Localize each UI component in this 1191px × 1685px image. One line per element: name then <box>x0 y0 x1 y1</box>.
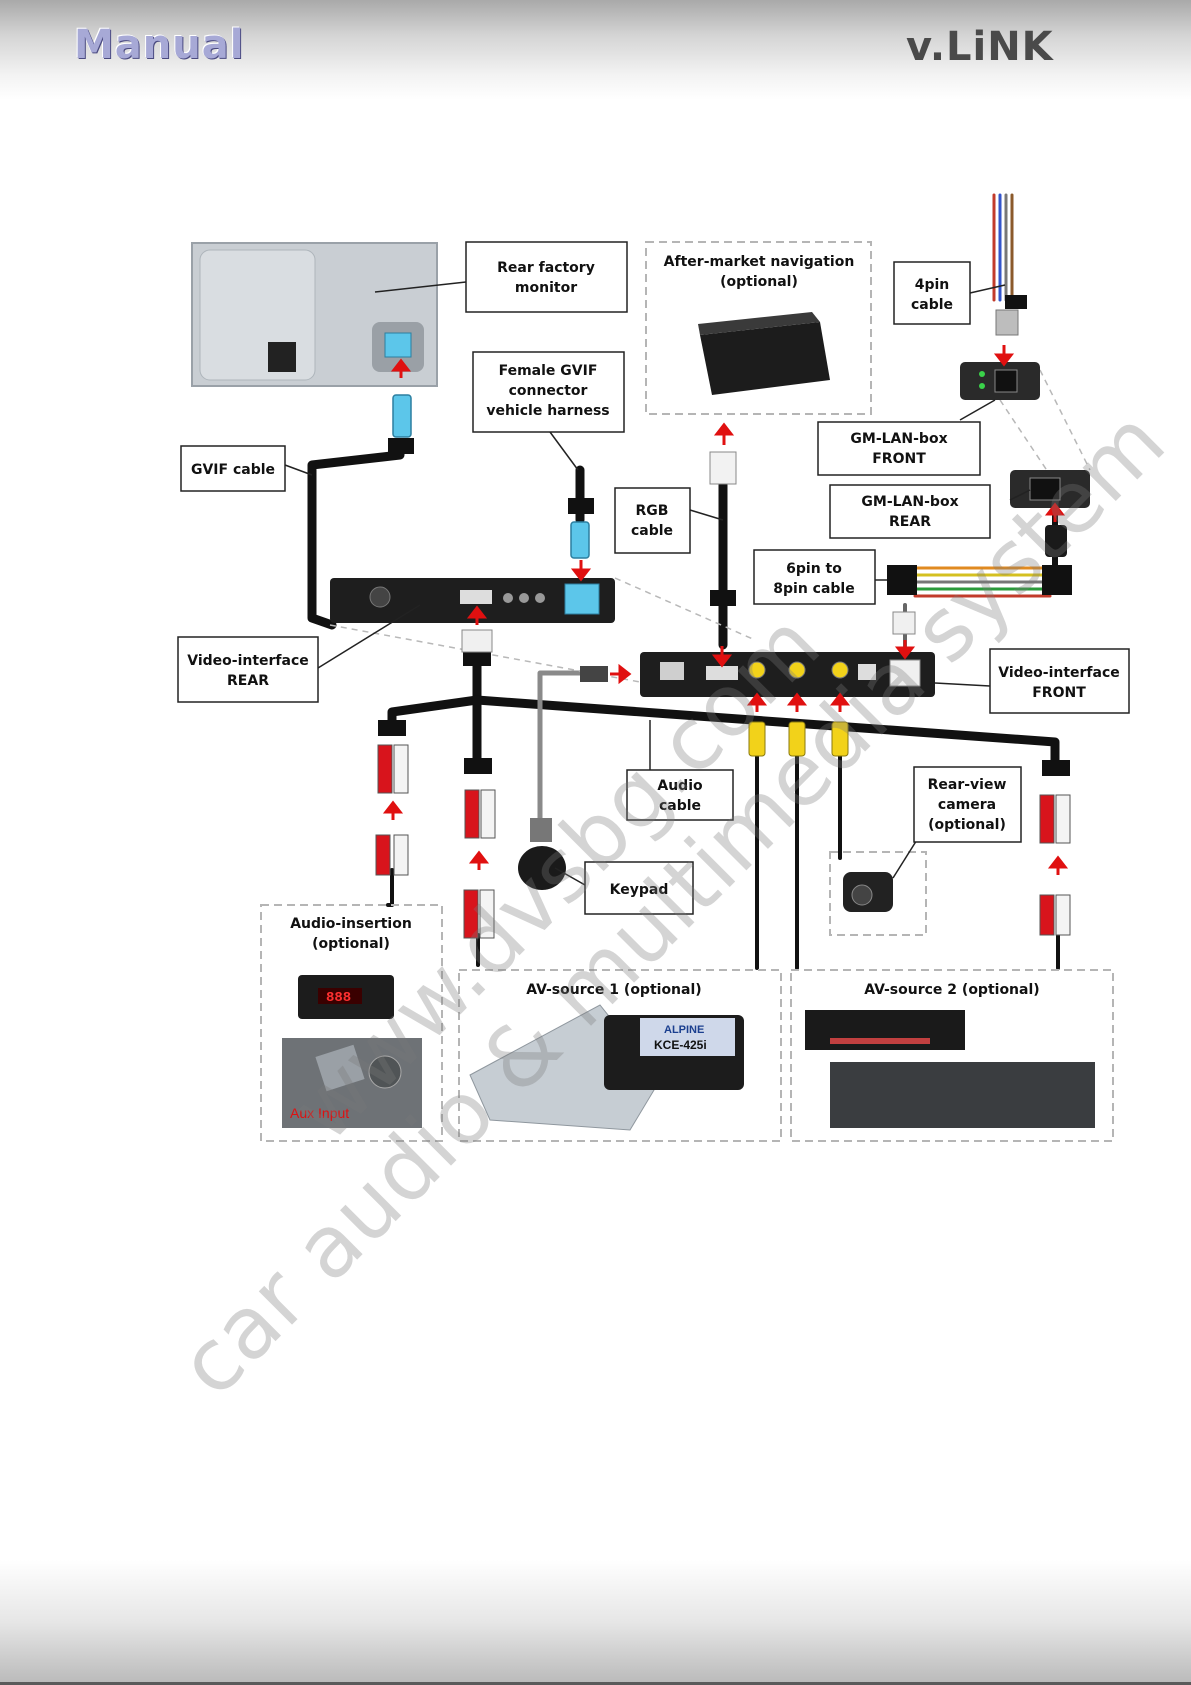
label-gm-lan-front: GM-LAN-box FRONT <box>817 421 981 476</box>
label-rgb-cable: RGB cable <box>614 487 691 554</box>
svg-text:(optional): (optional) <box>720 274 798 290</box>
label-av-source-2: AV-source 2 (optional) <box>864 982 1039 998</box>
rear-interface-plug <box>461 629 493 653</box>
rgb-plug <box>709 451 737 485</box>
svg-text:connector: connector <box>509 383 588 399</box>
svg-text:GM-LAN-box: GM-LAN-box <box>850 431 947 447</box>
svg-text:8pin cable: 8pin cable <box>773 581 854 597</box>
leader-lines <box>284 281 1031 886</box>
yellow-rca-plugs <box>748 721 849 757</box>
keypad-plug <box>580 666 608 682</box>
svg-text:Female GVIF: Female GVIF <box>499 363 598 379</box>
av-source-2-image <box>805 1010 1095 1128</box>
label-alpine: ALPINE <box>664 1024 704 1036</box>
page-footer <box>0 1560 1191 1685</box>
label-after-market-navigation: After-market navigation (optional) <box>664 254 855 290</box>
label-keypad: Keypad <box>584 861 694 915</box>
keypad-cable-line <box>537 670 583 825</box>
aux-input-image <box>282 1038 422 1128</box>
label-6pin-to-8pin: 6pin to 8pin cable <box>753 549 876 605</box>
pin4-connector <box>995 309 1019 336</box>
gmlan-rear-plug <box>1045 525 1067 557</box>
keypad-image <box>518 818 566 890</box>
red-arrows <box>382 345 1069 875</box>
page-header: Manual v.LiNK <box>0 0 1191 100</box>
svg-text:camera: camera <box>938 797 996 813</box>
label-gm-lan-rear: GM-LAN-box REAR <box>829 484 991 539</box>
connectors <box>378 295 1072 776</box>
svg-text:GM-LAN-box: GM-LAN-box <box>861 494 958 510</box>
label-aux-input: Aux Input <box>290 1105 349 1121</box>
svg-text:Audio: Audio <box>657 778 703 794</box>
svg-text:FRONT: FRONT <box>872 451 926 467</box>
label-video-interface-front: Video-interface FRONT <box>989 648 1130 714</box>
label-av-source-1: AV-source 1 (optional) <box>526 982 701 998</box>
rca-plugs-red-white <box>375 744 1071 939</box>
svg-text:REAR: REAR <box>227 673 269 689</box>
svg-text:Video-interface: Video-interface <box>998 665 1120 681</box>
svg-text:monitor: monitor <box>515 280 577 296</box>
svg-text:After-market navigation: After-market navigation <box>664 254 855 270</box>
manual-logo: Manual <box>74 22 245 68</box>
svg-text:cable: cable <box>911 297 953 313</box>
svg-text:4pin: 4pin <box>915 277 950 293</box>
svg-text:Rear factory: Rear factory <box>497 260 595 276</box>
label-video-interface-rear: Video-interface REAR <box>177 636 319 703</box>
svg-text:REAR: REAR <box>889 514 931 530</box>
video-interface-front-image <box>640 652 935 697</box>
rear-view-camera-frame <box>829 851 927 936</box>
svg-text:Video-interface: Video-interface <box>187 653 309 669</box>
gm-lan-front-image <box>960 362 1040 400</box>
label-kce: KCE-425i <box>654 1038 707 1052</box>
svg-text:Rear-view: Rear-view <box>928 777 1007 793</box>
svg-text:6pin to: 6pin to <box>786 561 842 577</box>
audio-cable-right <box>472 695 1060 770</box>
svg-text:(optional): (optional) <box>928 817 1006 833</box>
plug-8pin <box>892 611 916 635</box>
vlink-logo: v.LiNK <box>906 24 1054 70</box>
svg-text:vehicle harness: vehicle harness <box>486 403 609 419</box>
svg-text:(optional): (optional) <box>312 936 390 952</box>
label-female-gvif: Female GVIF connector vehicle harness <box>472 351 625 433</box>
label-rear-factory-monitor: Rear factory monitor <box>465 241 628 313</box>
label-rear-view-camera: Rear-view camera (optional) <box>913 766 1022 843</box>
gm-lan-rear-image <box>1010 470 1090 508</box>
rear-view-camera-image <box>843 872 893 912</box>
navigation-unit-image <box>698 312 830 395</box>
svg-text:cable: cable <box>631 523 673 539</box>
svg-text:FRONT: FRONT <box>1032 685 1086 701</box>
svg-text:Keypad: Keypad <box>610 882 669 898</box>
label-gvif-cable: GVIF cable <box>180 445 286 492</box>
video-interface-rear-image <box>330 578 615 623</box>
audio-insertion-frame <box>260 904 443 1142</box>
av-source-1-frame <box>458 969 782 1142</box>
svg-text:AV-source 1 (optional): AV-source 1 (optional) <box>526 982 701 998</box>
rear-factory-monitor-image <box>191 242 438 387</box>
svg-text:RGB: RGB <box>636 503 669 519</box>
av-source-1-image <box>469 1004 744 1131</box>
svg-text:GVIF cable: GVIF cable <box>191 462 275 478</box>
svg-text:AV-source 2 (optional): AV-source 2 (optional) <box>864 982 1039 998</box>
gvif-plugs <box>392 394 590 559</box>
label-4pin-cable: 4pin cable <box>893 261 971 325</box>
label-audio-cable: Audio cable <box>626 769 734 821</box>
label-display-888: 888 <box>326 990 351 1006</box>
audio-insertion-device-image <box>298 975 394 1019</box>
svg-text:Audio-insertion: Audio-insertion <box>290 916 412 932</box>
footer-line <box>0 1682 1191 1685</box>
svg-text:cable: cable <box>659 798 701 814</box>
after-market-navigation-frame <box>645 241 872 415</box>
label-audio-insertion: Audio-insertion (optional) <box>290 916 412 952</box>
av-source-2-frame <box>790 969 1114 1142</box>
